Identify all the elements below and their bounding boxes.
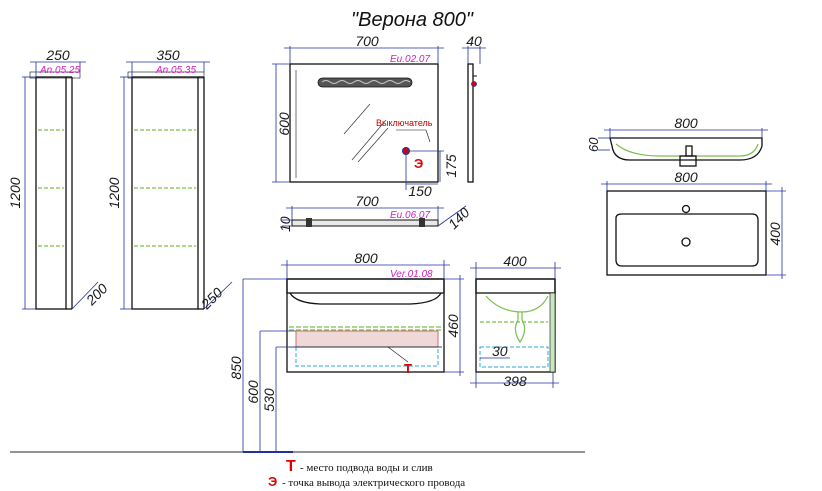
mirror-offset-y: 175: [443, 154, 459, 178]
legend-water-text: - место подвода воды и слив: [300, 462, 433, 474]
sink-side-view: 800 60: [586, 115, 768, 167]
mirror-side-body: [467, 63, 474, 183]
cabinet-small-height: 1200: [7, 177, 23, 208]
legend-power-text: - точка вывода электрического провода: [282, 477, 465, 489]
vanity-front: Т Ver.01.08 800 460 850 600 530: [228, 250, 464, 452]
legend-power-symbol: Э: [268, 474, 277, 489]
sink-top-depth: 400: [767, 222, 783, 246]
cabinet-large-width: 350: [156, 47, 180, 63]
vanity-code: Ver.01.08: [390, 269, 433, 280]
vanity-height-530: 530: [261, 388, 277, 412]
vanity-height-850: 850: [228, 356, 244, 380]
vanity-side-depth: 400: [503, 253, 527, 269]
cabinet-small-depth: 200: [82, 280, 111, 309]
vanity-width: 800: [354, 250, 378, 266]
sink-top-width: 800: [674, 169, 698, 185]
cabinet-small: 250 An.05.25 1200 200: [7, 47, 111, 310]
sink-basin: [615, 213, 759, 267]
sink-top-view: 800 400: [601, 169, 786, 279]
cabinet-small-code: An.05.25: [39, 65, 80, 76]
glass-shelf-body: [291, 219, 439, 227]
mirror-light-bar: [317, 77, 413, 88]
cabinet-large: 350 An.05.35 1200 250: [106, 47, 233, 313]
sink-drain-hole: [681, 237, 691, 247]
glass-shelf-thickness: 10: [277, 216, 293, 232]
legend: Т - место подвода воды и слив Э - точка …: [268, 458, 465, 489]
cabinet-small-width: 250: [45, 47, 70, 63]
mirror-height: 600: [276, 112, 292, 136]
glass-shelf-code: Eu.06.07: [390, 210, 430, 221]
mirror-code: Eu.02.07: [390, 54, 430, 65]
vanity-water-zone: [295, 330, 439, 348]
legend-water-symbol: Т: [286, 458, 296, 475]
glass-shelf: Eu.06.07 700 10 140: [277, 193, 473, 232]
mirror-offset-x: 150: [408, 183, 432, 199]
mirror-power-symbol: Э: [414, 156, 423, 171]
sink-side-height: 60: [586, 137, 601, 152]
mirror-side: 40: [462, 33, 486, 183]
vanity-side-inner: 398: [503, 373, 527, 389]
page-title: "Верона 800": [351, 9, 474, 31]
mirror-depth: 40: [466, 33, 482, 49]
glass-shelf-depth: 140: [445, 204, 473, 232]
vanity-height: 460: [445, 314, 461, 338]
cabinet-large-code: An.05.35: [155, 65, 196, 76]
cabinet-large-height: 1200: [106, 177, 122, 208]
mirror-width: 700: [355, 33, 379, 49]
vanity-side: 400 398 30: [470, 253, 561, 389]
vanity-side-gap: 30: [492, 343, 508, 359]
glass-shelf-width: 700: [355, 193, 379, 209]
cabinet-large-body: [131, 76, 199, 310]
vanity-water-symbol: Т: [404, 361, 412, 376]
mirror-front: Выключатель Э Eu.02.07 700 600 150 175: [272, 33, 459, 199]
sink-side-body: [609, 137, 763, 161]
vanity-height-600: 600: [245, 380, 261, 404]
sink-side-width: 800: [674, 115, 698, 131]
mirror-body: [289, 63, 439, 183]
sink-top-body: [606, 190, 767, 276]
cabinet-small-body: [35, 76, 67, 310]
mirror-switch-label: Выключатель: [376, 118, 433, 128]
sink-tap-hole: [681, 204, 691, 214]
